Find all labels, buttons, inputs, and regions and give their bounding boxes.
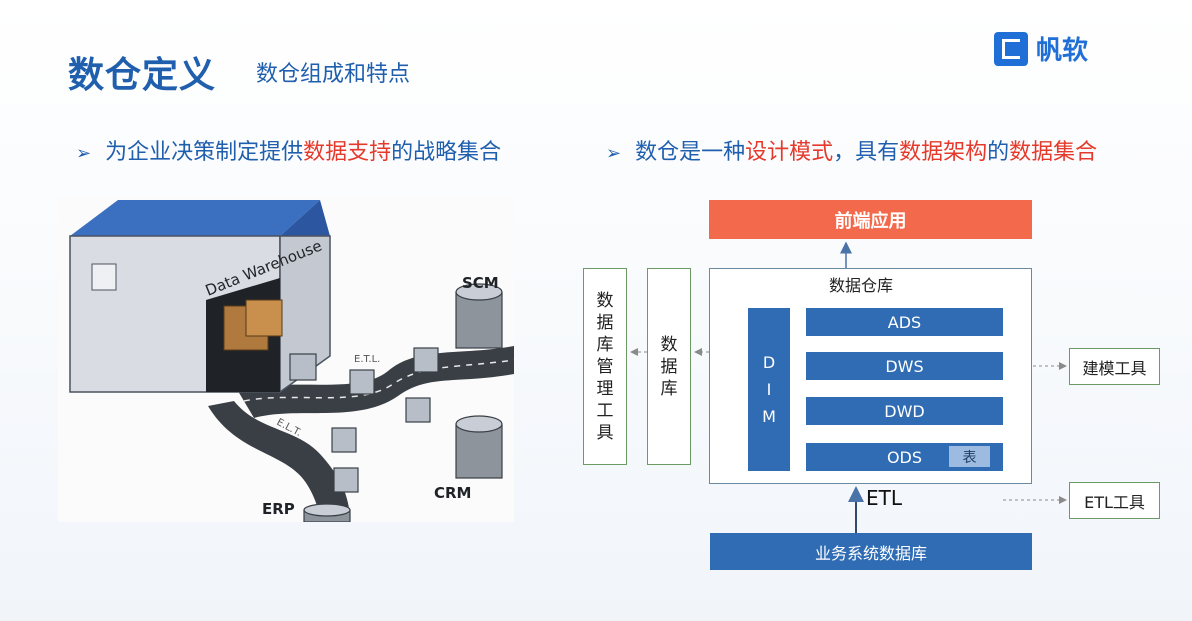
- bullet-arrow-icon: ➢: [76, 143, 92, 164]
- bullet-highlight: 数据支持: [303, 140, 392, 165]
- vertical-char: 具: [596, 422, 614, 443]
- bullet-arrow-icon: ➢: [606, 143, 622, 164]
- dim-letter: D: [762, 353, 776, 372]
- vertical-char: 理: [596, 378, 614, 399]
- vertical-char: 据: [596, 312, 614, 333]
- dim-layer: D I M: [748, 308, 790, 471]
- ads-layer: ADS: [806, 308, 1003, 336]
- data-warehouse-label: 数据仓库: [829, 276, 894, 295]
- bullet-right: ➢ 数仓是一种设计模式，具有数据架构的数据集合: [606, 134, 1097, 166]
- etl-label: ETL: [866, 486, 902, 510]
- fanruan-logo-icon: [994, 31, 1028, 66]
- scm-label: SCM: [462, 274, 499, 292]
- etl-tool-box: ETL工具: [1069, 482, 1160, 519]
- bullet-highlight: 设计模式: [745, 140, 834, 165]
- database-box: 数 据 库: [647, 268, 691, 465]
- crm-label: CRM: [434, 484, 472, 502]
- frontend-app-box: 前端应用: [709, 200, 1032, 239]
- bullet-highlight: 数据架构: [899, 140, 988, 165]
- bullet-text: 数仓是一种: [635, 140, 746, 165]
- bullet-text: 的战略集合: [391, 140, 502, 165]
- bullet-text: 为企业决策制定提供: [105, 140, 304, 165]
- logo-text: 帆软: [1036, 36, 1089, 66]
- dim-letter: M: [762, 407, 776, 426]
- data-warehouse-illustration: Data Warehouse SCM CRM ERP E.T.L. E.L.T.: [58, 196, 514, 522]
- erp-label: ERP: [262, 500, 295, 518]
- etl-flow-label: E.T.L.: [354, 354, 380, 365]
- vertical-char: 库: [596, 334, 614, 355]
- vertical-char: 数: [596, 290, 614, 311]
- vertical-char: 据: [660, 356, 678, 377]
- table-chip: 表: [949, 446, 990, 467]
- page-subtitle: 数仓组成和特点: [256, 62, 411, 87]
- dim-letter: I: [766, 380, 772, 399]
- vertical-char: 数: [660, 334, 678, 355]
- bullet-highlight: 数据集合: [1009, 140, 1098, 165]
- bullet-left: ➢ 为企业决策制定提供数据支持的战略集合: [76, 134, 501, 166]
- vertical-char: 库: [660, 378, 678, 399]
- business-db-box: 业务系统数据库: [710, 533, 1032, 570]
- logo: 帆软: [994, 30, 1088, 67]
- vertical-char: 工: [596, 400, 614, 421]
- bullet-text: 的: [987, 140, 1010, 165]
- bullet-text: ，具有: [833, 140, 900, 165]
- dwd-layer: DWD: [806, 397, 1003, 425]
- dws-layer: DWS: [806, 352, 1003, 380]
- page-title: 数仓定义: [68, 55, 217, 96]
- db-management-tool-box: 数 据 库 管 理 工 具: [583, 268, 627, 465]
- modeling-tool-box: 建模工具: [1069, 348, 1160, 385]
- vertical-char: 管: [596, 356, 614, 377]
